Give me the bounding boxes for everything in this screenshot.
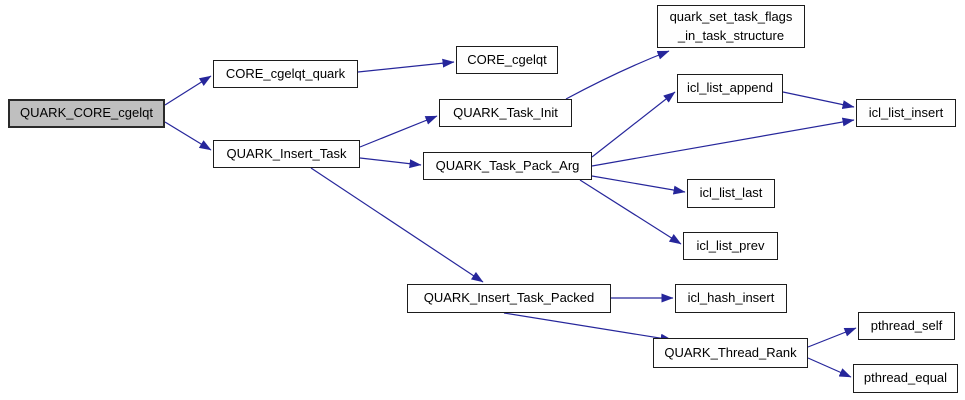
node-quark_set_task_flags_in_task_structure[interactable]: quark_set_task_flags _in_task_structure: [657, 5, 805, 48]
node-icl_list_append[interactable]: icl_list_append: [677, 74, 783, 103]
node-icl_hash_insert[interactable]: icl_hash_insert: [675, 284, 787, 313]
node-QUARK_CORE_cgelqt[interactable]: QUARK_CORE_cgelqt: [8, 99, 165, 128]
node-QUARK_Thread_Rank[interactable]: QUARK_Thread_Rank: [653, 338, 808, 368]
edge-icl_list_append--icl_list_insert: [782, 91, 855, 110]
node-QUARK_Task_Pack_Arg[interactable]: QUARK_Task_Pack_Arg: [423, 152, 592, 180]
edge-QUARK_CORE_cgelqt--CORE_cgelqt_quark: [164, 75, 212, 106]
edge-QUARK_Task_Init--quark_set_task_flags_in_task_structure: [565, 50, 670, 100]
edge-QUARK_Task_Pack_Arg--icl_list_prev: [579, 179, 682, 245]
edge-QUARK_CORE_cgelqt--QUARK_Insert_Task: [164, 121, 212, 151]
edge-QUARK_Insert_Task--QUARK_Task_Init: [359, 115, 438, 148]
edge-QUARK_Task_Pack_Arg--icl_list_last: [591, 175, 686, 195]
edge-QUARK_Thread_Rank--pthread_self: [807, 327, 857, 348]
node-pthread_self[interactable]: pthread_self: [858, 312, 955, 340]
node-pthread_equal[interactable]: pthread_equal: [853, 364, 958, 393]
edge-QUARK_Thread_Rank--pthread_equal: [807, 357, 852, 378]
node-CORE_cgelqt_quark[interactable]: CORE_cgelqt_quark: [213, 60, 358, 88]
node-QUARK_Task_Init[interactable]: QUARK_Task_Init: [439, 99, 572, 127]
node-icl_list_last[interactable]: icl_list_last: [687, 179, 775, 208]
edge-QUARK_Task_Pack_Arg--icl_list_insert: [591, 117, 855, 167]
node-CORE_cgelqt[interactable]: CORE_cgelqt: [456, 46, 558, 74]
edge-QUARK_Insert_Task_Packed--QUARK_Thread_Rank: [503, 312, 673, 343]
node-icl_list_insert[interactable]: icl_list_insert: [856, 99, 956, 127]
node-icl_list_prev[interactable]: icl_list_prev: [683, 232, 778, 260]
edge-QUARK_Insert_Task--QUARK_Task_Pack_Arg: [359, 157, 422, 169]
node-QUARK_Insert_Task[interactable]: QUARK_Insert_Task: [213, 140, 360, 168]
node-QUARK_Insert_Task_Packed[interactable]: QUARK_Insert_Task_Packed: [407, 284, 611, 313]
edge-QUARK_Task_Pack_Arg--icl_list_append: [591, 91, 676, 158]
edge-group: [164, 50, 857, 378]
edge-QUARK_Insert_Task--QUARK_Insert_Task_Packed: [310, 167, 484, 283]
edge-CORE_cgelqt_quark--CORE_cgelqt: [357, 58, 455, 73]
